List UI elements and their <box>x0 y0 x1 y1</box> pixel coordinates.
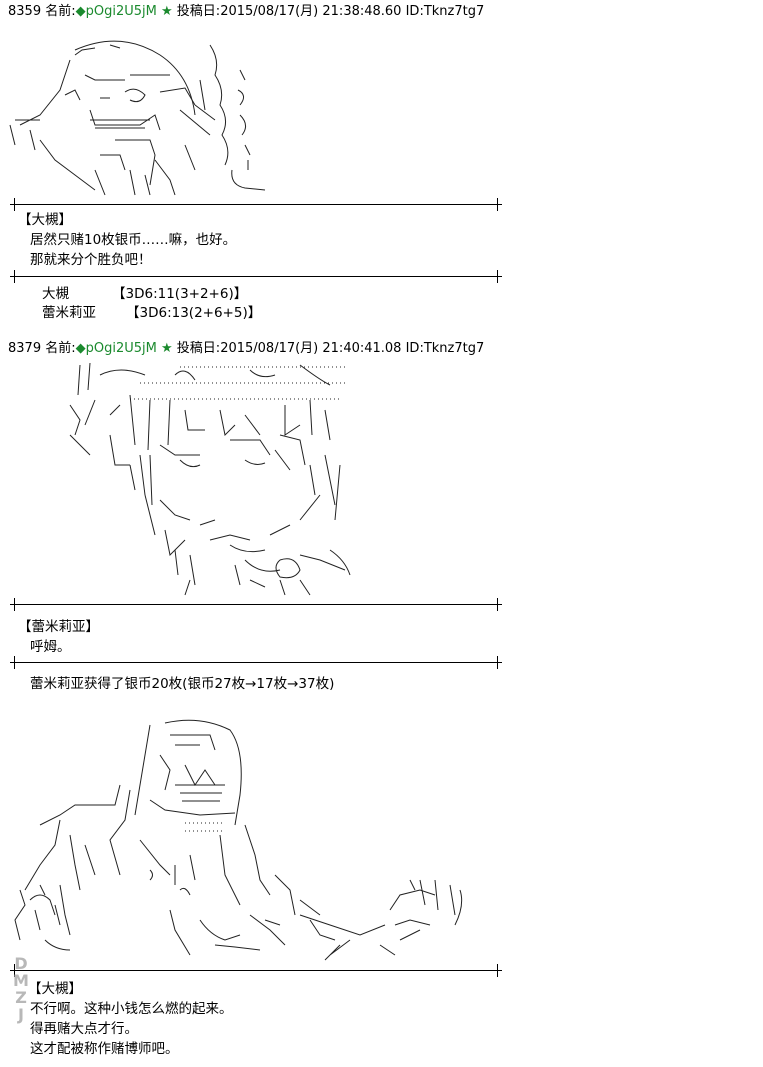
ascii-art-drawing <box>14 719 463 961</box>
ascii-art-character-1 <box>0 20 300 204</box>
divider <box>10 198 502 211</box>
divider <box>10 598 502 611</box>
dialogue-line: 那就来分个胜负吧！ <box>30 252 152 268</box>
dice-roll-name: 大槻 <box>42 286 69 302</box>
site-watermark-logo: D M Z J <box>13 954 29 1024</box>
post-header: 8359 名前:◆pOgi2U5jM ★ 投稿日:2015/08/17(月) 2… <box>8 4 484 20</box>
dice-roll-result: 【3D6:13(2+6+5)】 <box>126 305 262 321</box>
dice-roll-result: 【3D6:11(3+2+6)】 <box>112 286 248 302</box>
ascii-art-character-3 <box>0 715 480 969</box>
speaker-name: 【蕾米莉亚】 <box>18 619 99 635</box>
dialogue-line: 这才配被称作赌博师吧。 <box>30 1041 179 1057</box>
divider <box>10 656 502 669</box>
ascii-art-character-2 <box>0 355 360 609</box>
dialogue-line: 居然只赌10枚银币……嘛，也好。 <box>30 232 237 248</box>
speaker-name: 【大槻】 <box>28 981 82 997</box>
game-result: 蕾米莉亚获得了银币20枚(银币27枚→17枚→37枚) <box>30 676 335 692</box>
name-label: 名前: <box>45 341 76 356</box>
dialogue-line: 不行啊。这种小钱怎么燃的起来。 <box>30 1001 233 1017</box>
dice-roll-name: 蕾米莉亚 <box>42 305 96 321</box>
name-label: 名前: <box>45 4 76 19</box>
date-label: 投稿日: <box>176 4 221 19</box>
tripcode[interactable]: ◆pOgi2U5jM ★ <box>75 341 173 356</box>
speaker-name: 【大槻】 <box>18 212 72 228</box>
dialogue-line: 得再赌大点才行。 <box>30 1021 138 1037</box>
poster-id[interactable]: ID:Tknz7tg7 <box>405 4 485 19</box>
date-label: 投稿日: <box>176 341 221 356</box>
post-datetime: 2015/08/17(月) 21:40:41.08 <box>220 341 402 356</box>
ascii-art-drawing <box>69 362 351 596</box>
post-header: 8379 名前:◆pOgi2U5jM ★ 投稿日:2015/08/17(月) 2… <box>8 341 484 357</box>
tripcode[interactable]: ◆pOgi2U5jM ★ <box>75 4 173 19</box>
poster-id[interactable]: ID:Tknz7tg7 <box>405 341 485 356</box>
post-datetime: 2015/08/17(月) 21:38:48.60 <box>220 4 402 19</box>
post-number: 8379 <box>8 341 42 356</box>
divider <box>10 964 502 977</box>
post-number: 8359 <box>8 4 42 19</box>
dialogue-line: 呼姆。 <box>30 639 71 655</box>
divider <box>10 270 502 283</box>
ascii-art-drawing <box>9 40 266 196</box>
